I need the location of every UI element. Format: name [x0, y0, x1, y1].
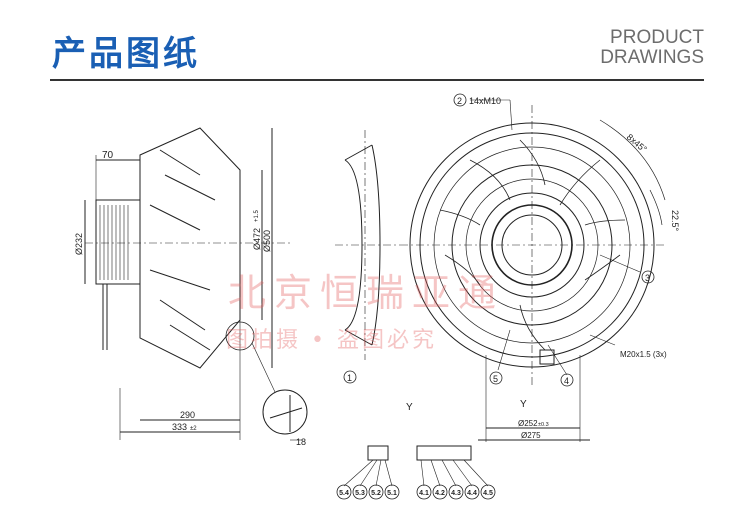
subtitle-line2: DRAWINGS — [600, 47, 704, 68]
page-title: 产品图纸 — [52, 34, 200, 74]
dim-18: 18 — [296, 437, 306, 447]
watermark-line1: 北京恒瑞亚通 — [228, 271, 505, 315]
view-y-label-1: Y — [406, 402, 413, 413]
terminal-label: 4.4 — [467, 490, 477, 497]
terminal-label: 5.3 — [355, 490, 365, 497]
callout-circle-2 — [453, 93, 467, 107]
terminal-block-4 — [416, 445, 472, 461]
header-divider — [50, 79, 704, 81]
dim-70: 70 — [102, 150, 114, 161]
callout-circle-1 — [343, 370, 357, 384]
terminal-circle — [416, 484, 432, 500]
terminal-circle — [448, 484, 464, 500]
terminal-circle — [368, 484, 384, 500]
terminal-circle — [384, 484, 400, 500]
callout-circle-5 — [489, 371, 503, 385]
side-view — [84, 127, 308, 441]
terminal-labels-5: 5.4 5.3 5.2 5.1 — [336, 484, 400, 500]
dim-333: 333 — [172, 422, 187, 432]
inlet-ring-view — [335, 130, 400, 360]
dim-333-tol: ±2 — [190, 426, 197, 432]
callout-4-label: 4 — [564, 376, 569, 386]
detail-circle — [262, 389, 308, 435]
callout-circle-3 — [641, 270, 655, 284]
dim-472-tol: +1.5 — [254, 209, 260, 222]
angle-8x45: 8x45° — [625, 132, 649, 155]
motor-body — [95, 199, 141, 285]
terminal-circle — [464, 484, 480, 500]
front-view — [400, 99, 666, 442]
terminal-label: 5.4 — [339, 490, 349, 497]
dim-252: Ø252 — [518, 419, 538, 428]
terminal-circle — [352, 484, 368, 500]
callout-1-label: 1 — [347, 373, 352, 383]
terminal-circle — [480, 484, 496, 500]
terminal-label: 5.2 — [371, 490, 381, 497]
terminal-label: 4.3 — [451, 490, 461, 497]
watermark-line2: 图拍摄 • 盗图必究 — [226, 328, 437, 353]
dim-252-tol: ±0.3 — [538, 422, 549, 428]
dim-290: 290 — [180, 410, 195, 420]
impeller-outline — [139, 127, 241, 369]
terminal-block-5 — [367, 445, 389, 461]
dim-232: Ø232 — [74, 233, 84, 255]
dim-500: Ø500 — [262, 230, 272, 252]
terminal-circle — [336, 484, 352, 500]
callout-3-label: 3 — [645, 273, 650, 283]
subtitle-line1: PRODUCT — [610, 27, 704, 48]
callout-circle-4 — [560, 373, 574, 387]
view-y-label-2: Y — [520, 399, 527, 410]
page-subtitle: PRODUCT DRAWINGS — [600, 28, 704, 68]
terminal-label: 4.5 — [483, 490, 493, 497]
cable-gland-spec: M20x1.5 (3x) — [620, 350, 667, 359]
terminal-labels-4: 4.1 4.2 4.3 4.4 4.5 — [416, 484, 496, 500]
dim-472: Ø472 — [252, 228, 262, 250]
terminal-label: 4.2 — [435, 490, 445, 497]
callout-2-label: 2 — [457, 96, 462, 106]
terminal-circle — [432, 484, 448, 500]
terminal-label: 4.1 — [419, 490, 429, 497]
thread-spec: 14xM10 — [469, 96, 501, 106]
callout-5-label: 5 — [493, 374, 498, 384]
angle-22-5: 22.5° — [670, 210, 680, 232]
dim-275: Ø275 — [521, 431, 541, 440]
terminal-label: 5.1 — [387, 490, 397, 497]
